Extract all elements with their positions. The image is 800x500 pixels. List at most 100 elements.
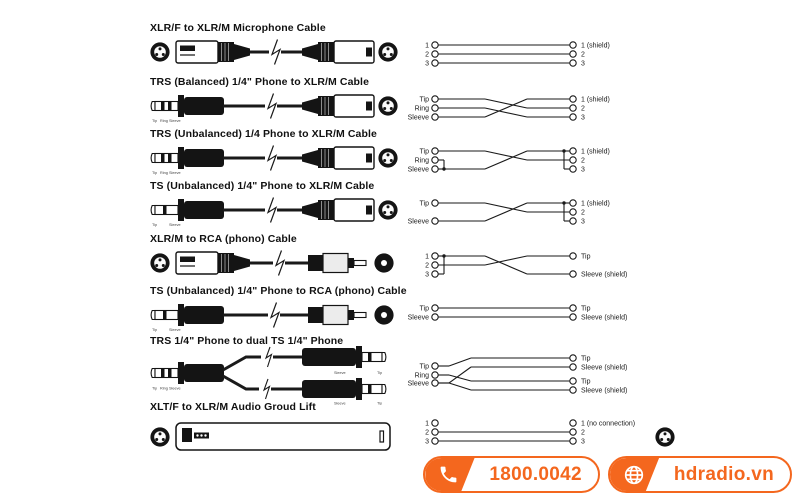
- svg-text:3: 3: [425, 271, 429, 278]
- svg-text:Tip: Tip: [152, 387, 157, 391]
- svg-text:1: 1: [425, 42, 429, 49]
- row-title: XLR/M to RCA (phono) Cable: [150, 233, 297, 245]
- cable-break-icon: [274, 250, 286, 276]
- website-button[interactable]: hdradio.vn: [607, 456, 792, 493]
- svg-text:2: 2: [581, 157, 585, 164]
- svg-text:Ring: Ring: [415, 157, 430, 164]
- xlr-male-face-icon: [655, 427, 675, 447]
- svg-text:Tip: Tip: [420, 200, 430, 207]
- trs-plug-icon: [150, 361, 225, 385]
- svg-text:Ring: Ring: [160, 387, 168, 391]
- svg-text:Tip: Tip: [420, 305, 430, 312]
- svg-text:3: 3: [425, 438, 429, 445]
- svg-text:Sleeve (shield): Sleeve (shield): [581, 364, 627, 371]
- cable-break-icon: [262, 378, 271, 400]
- svg-text:Tip: Tip: [377, 371, 382, 375]
- rca-jack-face-icon: [374, 253, 394, 273]
- hotline-button[interactable]: 1800.0042: [423, 456, 600, 493]
- svg-text:Sleeve: Sleeve: [408, 218, 430, 225]
- svg-text:Ring: Ring: [415, 105, 430, 112]
- row-title: TS (Unbalanced) 1/4" Phone to RCA (phono…: [150, 285, 407, 297]
- cable-illustration: Tip Sleeve: [150, 302, 394, 332]
- svg-text:3: 3: [581, 438, 585, 445]
- svg-text:Ring: Ring: [160, 171, 168, 175]
- globe-icon: [609, 458, 660, 491]
- svg-text:Tip: Tip: [420, 363, 430, 370]
- svg-text:Tip: Tip: [152, 171, 157, 175]
- svg-text:1 (shield): 1 (shield): [581, 96, 610, 103]
- cable-break-icon: [266, 93, 278, 119]
- svg-text:Sleeve (shield): Sleeve (shield): [581, 271, 627, 278]
- row-title: TRS (Balanced) 1/4" Phone to XLR/M Cable: [150, 76, 370, 88]
- cable-row-ts-rca: TS (Unbalanced) 1/4" Phone to RCA (phono…: [150, 285, 800, 337]
- cable-illustration: Tip Ring Sleeve Sleeve Tip Sleeve Tip: [150, 345, 387, 406]
- ground-lift-barrel: [175, 422, 391, 451]
- svg-text:2: 2: [425, 429, 429, 436]
- cable-break-icon: [264, 346, 273, 368]
- hotline-number: 1800.0042: [489, 463, 582, 485]
- xlr-male-face-icon: [377, 199, 399, 221]
- svg-text:Sleeve: Sleeve: [408, 314, 430, 321]
- xlr-male-connector-icon: [301, 146, 375, 170]
- trs-plug-icon: [150, 94, 225, 118]
- svg-text:1 (no connection): 1 (no connection): [581, 420, 635, 427]
- website-url: hdradio.vn: [673, 463, 774, 485]
- svg-text:Sleeve: Sleeve: [334, 371, 346, 375]
- svg-text:Sleeve: Sleeve: [408, 380, 430, 387]
- rca-jack-face-icon: [374, 305, 394, 325]
- rca-plug-icon: [307, 304, 367, 326]
- trs-plug-icon: [150, 146, 225, 170]
- svg-text:3: 3: [581, 60, 585, 67]
- ts-plug-icon: [150, 303, 225, 327]
- svg-text:2: 2: [581, 209, 585, 216]
- xlr-male-connector-icon: [175, 251, 251, 275]
- svg-text:2: 2: [425, 51, 429, 58]
- cable-break-icon: [266, 145, 278, 171]
- cable-illustration: Tip Sleeve: [150, 197, 399, 227]
- xlr-male-face-icon: [377, 95, 399, 117]
- footer-contact-bar: 1800.0042 hdradio.vn: [423, 456, 792, 493]
- svg-text:1 (shield): 1 (shield): [581, 42, 610, 49]
- cable-break-icon: [269, 302, 281, 328]
- svg-text:Tip: Tip: [152, 223, 157, 227]
- cable-row-trs-bal-xlr: TRS (Balanced) 1/4" Phone to XLR/M Cable…: [150, 76, 800, 128]
- svg-text:Tip: Tip: [581, 378, 591, 385]
- svg-text:Sleeve: Sleeve: [408, 114, 430, 121]
- svg-text:Sleeve: Sleeve: [334, 402, 346, 406]
- svg-text:1 (shield): 1 (shield): [581, 200, 610, 207]
- svg-text:1: 1: [425, 253, 429, 260]
- cable-illustration: [150, 250, 394, 276]
- cable-row-trs-dual-ts: TRS 1/4" Phone to dual TS 1/4" Phone Tip…: [150, 335, 800, 405]
- row-title: XLT/F to XLR/M Audio Groud Lift: [150, 401, 316, 413]
- svg-text:Sleeve: Sleeve: [169, 171, 181, 175]
- xlr-male-face-icon: [150, 252, 171, 274]
- ts-plug-icon: [150, 198, 225, 222]
- row-title: TS (Unbalanced) 1/4" Phone to XLR/M Cabl…: [150, 180, 375, 192]
- svg-text:2: 2: [581, 429, 585, 436]
- svg-text:Tip: Tip: [152, 119, 157, 123]
- svg-text:Tip: Tip: [581, 253, 591, 260]
- svg-text:Sleeve: Sleeve: [408, 166, 430, 173]
- xlr-female-face-icon: [150, 426, 171, 448]
- cable-row-ts-xlr: TS (Unbalanced) 1/4" Phone to XLR/M Cabl…: [150, 180, 800, 232]
- cable-break-icon: [270, 39, 282, 65]
- svg-text:2: 2: [581, 51, 585, 58]
- cable-break-icon: [266, 197, 278, 223]
- svg-text:3: 3: [581, 218, 585, 225]
- svg-text:Sleeve: Sleeve: [169, 119, 181, 123]
- cable-row-trs-unbal-xlr: TRS (Unbalanced) 1/4 Phone to XLR/M Cabl…: [150, 128, 800, 180]
- svg-text:Tip: Tip: [420, 96, 430, 103]
- svg-text:3: 3: [581, 166, 585, 173]
- cable-illustration: Tip Ring Sleeve: [150, 145, 399, 175]
- svg-text:Tip: Tip: [581, 355, 591, 362]
